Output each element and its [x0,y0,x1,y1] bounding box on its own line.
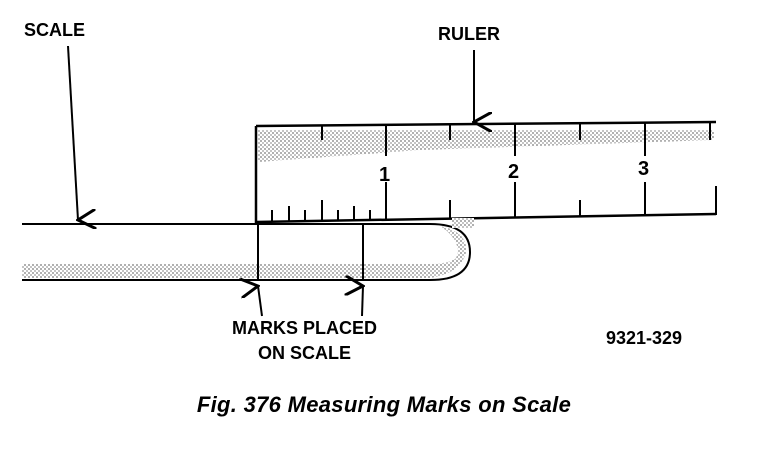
ruler-number-2: 2 [508,161,519,183]
scale-label: SCALE [24,20,85,40]
marks-placed-label-line1: MARKS PLACED [232,318,377,338]
scale-arrow [67,45,78,220]
figure-caption: Fig. 376 Measuring Marks on Scale [196,392,572,417]
figure-id: 9321-329 [606,328,682,348]
ruler-bottom-ticks [271,182,717,221]
marks-arrow-left [258,286,263,317]
marks-arrow-right [362,286,363,317]
ruler-number-3: 3 [638,158,649,180]
ruler-label: RULER [438,24,500,44]
ruler-body [254,120,717,228]
ruler-top-ticks [321,122,711,156]
scale-marks [257,224,364,280]
marks-placed-label-line2: ON SCALE [258,343,351,363]
scale-bar [22,223,472,281]
ruler-number-1: 1 [379,164,390,186]
